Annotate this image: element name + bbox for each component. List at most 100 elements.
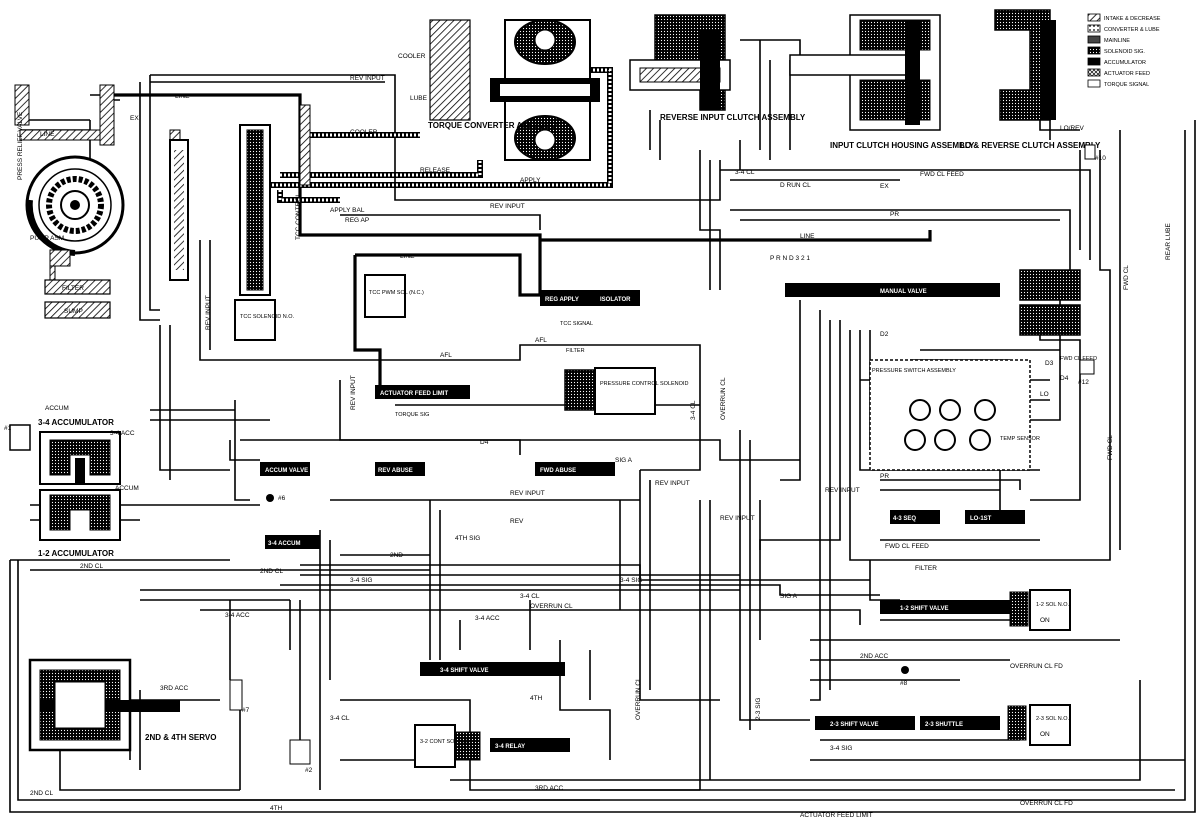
accum-34-valve-label: 3-4 ACCUM	[268, 541, 300, 547]
accumulator-34: 3-4 ACCUMULATOR	[38, 418, 121, 485]
check-ball-label: #8	[900, 680, 908, 687]
circuit-label: ACCUM	[45, 405, 69, 412]
circuit-label: 2ND CL	[80, 563, 104, 570]
cl-34-vertical: 3-4 CL	[690, 400, 697, 420]
rev-abuse-label: REV ABUSE	[378, 468, 413, 474]
tcc-solenoid	[234, 299, 276, 341]
sol-32-control: 3-2 CONT SOL N.C.	[414, 724, 481, 768]
torque-converter-assembly: COOLER LUBE TORQUE CONVERTER ASSEMBLY	[398, 19, 600, 161]
circuit-label: RELEASE	[420, 167, 451, 174]
legend-swatch	[1087, 79, 1101, 88]
circuit-label: OVERRUN CL	[530, 603, 573, 610]
manual-valve: P R N D 3 2 1 MANUAL VALVE FWD CL FEED	[770, 255, 1097, 362]
actuator-feed-label: ACTUATOR FEED LIMIT	[380, 391, 448, 397]
tcc-solenoid-label: TCC SOLENOID N.O.	[240, 314, 295, 320]
overrun-vertical: OVERRUN CL	[720, 377, 727, 420]
sol-23-state: ON	[1040, 731, 1050, 738]
circuit-label: 3-4 CL	[520, 593, 540, 600]
circuit-label: FILTER	[915, 565, 937, 572]
lo-reverse-clutch-label: LO & REVERSE CLUTCH ASSEMBLY	[960, 141, 1101, 150]
legend-swatch	[1087, 46, 1101, 55]
input-clutch-housing-assembly: INPUT CLUTCH HOUSING ASSEMBLY	[789, 14, 975, 150]
sol-23-label: 2-3 SOL N.O.	[1036, 716, 1070, 722]
circuit-label: LINE	[175, 93, 190, 100]
accum-12-label: 1-2 ACCUMULATOR	[38, 549, 114, 558]
circuit-label: 3-4 SIG	[350, 577, 372, 584]
circuit-label: 3-4 CL	[330, 715, 350, 722]
circuit-label: LINE	[40, 131, 55, 138]
rear-lube-label: REAR LUBE	[1165, 222, 1172, 260]
sig-23-vertical: 2-3 SIG	[755, 698, 762, 720]
circuit-label: 2ND	[390, 552, 403, 559]
filter-label: FILTER	[62, 285, 84, 292]
lo-reverse-clutch-assembly: LO & REVERSE CLUTCH ASSEMBLY	[960, 9, 1101, 150]
check-ball-label: #12	[1078, 379, 1089, 386]
cooler-label: COOLER	[398, 53, 426, 60]
circuit-label: LINE	[400, 253, 415, 260]
lube-label: LUBE	[410, 95, 428, 102]
sump-label: SUMP	[64, 308, 83, 315]
legend-swatch	[1087, 57, 1101, 66]
tcc-control-label: TCC CONTROL	[295, 193, 302, 240]
legend-label: INTAKE & DECREASE	[1104, 16, 1161, 22]
overrun-vertical-2: OVERRUN CL	[635, 677, 642, 720]
circuit-label: REV INPUT	[720, 515, 755, 522]
circuit-label: FWD CL FEED	[885, 543, 929, 550]
shuttle-23-label: 2-3 SHUTTLE	[925, 722, 963, 728]
shift-12-label: 1-2 SHIFT VALVE	[900, 606, 948, 612]
converter-lube-circuit	[240, 67, 613, 203]
gear-positions: P R N D 3 2 1	[770, 255, 810, 262]
temp-sensor-label: TEMP SENSOR	[1000, 436, 1040, 442]
circuit-label: SIG A	[615, 457, 633, 464]
legend-label: MAINLINE	[1104, 38, 1130, 44]
circuit-label: REV INPUT	[825, 487, 860, 494]
legend-label: ACTUATOR FEED	[1104, 71, 1150, 77]
circuit-label: AFL	[535, 337, 547, 344]
legend-swatch	[1087, 35, 1101, 44]
fwd-cl-vertical-2: FWD CL	[1107, 435, 1114, 460]
reg-apply-valve: REG APPLY ISOLATOR TCC SIGNAL	[540, 290, 640, 327]
circuit-label: 3RD ACC	[535, 785, 563, 792]
circuit-label: 4TH	[270, 805, 283, 812]
shift-23-valve: 2-3 SHIFT VALVE 2-3 SHUTTLE 2-3 SOL N.O.…	[815, 704, 1071, 746]
circuit-label: REV INPUT	[510, 490, 545, 497]
servo-2nd-4th: 2ND & 4TH SERVO	[28, 658, 216, 752]
check-ball-label: #2	[305, 767, 313, 774]
shift-34-label: 3-4 SHIFT VALVE	[440, 668, 488, 674]
circuit-label: REV INPUT	[350, 75, 385, 82]
circuit-label: 3-4 SIG	[830, 745, 852, 752]
accum-valve-label: ACCUM VALVE	[265, 468, 308, 474]
circuit-label: ACTUATOR FEED LIMIT	[800, 812, 873, 819]
check-ball-1: #1	[4, 424, 31, 451]
isolator-label: ISOLATOR	[600, 297, 631, 303]
circuit-label: EX	[130, 115, 139, 122]
circuit-label: 3-4 SIG	[620, 577, 642, 584]
tcc-valve-stack: TCC CONTROL TCC SOLENOID N.O.	[169, 124, 302, 341]
rev-input-vertical: REV INPUT	[350, 375, 357, 410]
servo-label: 2ND & 4TH SERVO	[145, 733, 216, 742]
circuit-label: 4TH SIG	[455, 535, 480, 542]
circuit-label: FWD CL FEED	[920, 171, 964, 178]
circuit-label: OVERRUN CL FD	[1020, 800, 1073, 807]
circuit-label: 2ND CL	[30, 790, 54, 797]
torque-converter-label: TORQUE CONVERTER ASSEMBLY	[428, 121, 561, 130]
circuit-label: COOLER	[350, 129, 378, 136]
check-ball-label: #10	[1095, 155, 1106, 162]
shift-23-label: 2-3 SHIFT VALVE	[830, 722, 878, 728]
legend-swatch	[1087, 13, 1101, 22]
circuit-label: 3-4 ACC	[110, 430, 135, 437]
fwd-cl-vertical: FWD CL	[1123, 265, 1130, 290]
circuit-label: D RUN CL	[780, 182, 811, 189]
tcc-pwm-solenoid: TCC PWM SOL (N.C.)	[364, 274, 424, 318]
circuit-label: D3	[1045, 360, 1054, 367]
torque-sig-label: TORQUE SIG	[395, 412, 429, 418]
check-balls: #6 #7 #8 #10 #12 #2	[229, 144, 1106, 774]
pressure-control-label: PRESSURE CONTROL SOLENOID	[600, 381, 688, 387]
circuit-label: 2ND CL	[260, 568, 284, 575]
actuator-feed-limit-valve: ACTUATOR FEED LIMIT TORQUE SIG	[375, 385, 470, 418]
reverse-input-clutch-label: REVERSE INPUT CLUTCH ASSEMBLY	[660, 113, 806, 122]
filter-small-label: FILTER	[566, 348, 585, 354]
fwd-abuse-label: FWD ABUSE	[540, 468, 576, 474]
legend-label: SOLENOID SIG.	[1104, 49, 1145, 55]
